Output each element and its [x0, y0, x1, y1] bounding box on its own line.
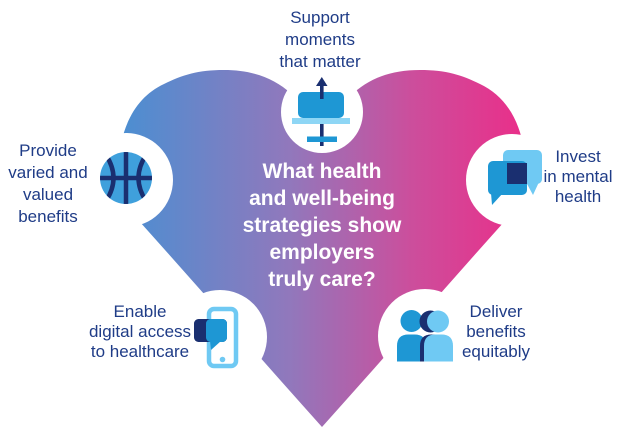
- flipchart-arrow-icon: [292, 77, 350, 146]
- label-line: in mental: [543, 167, 613, 186]
- smartphone-chat-icon: [194, 306, 239, 369]
- central-question-line: truly care?: [268, 268, 376, 291]
- label-line: moments: [285, 30, 355, 49]
- two-people-icon: [397, 310, 453, 362]
- chat-bubbles-icon: [488, 150, 542, 205]
- mental-label: Invest in mental health: [528, 147, 627, 207]
- central-question-line: strategies show: [242, 214, 402, 237]
- label-line: to healthcare: [90, 342, 190, 361]
- basketball-icon: [100, 152, 152, 204]
- label-line: benefits: [466, 322, 526, 341]
- label-line: Deliver: [469, 302, 523, 321]
- label-line: equitably: [461, 342, 531, 361]
- label-line: benefits: [18, 207, 78, 226]
- equitable-label: Deliver benefits equitably: [441, 302, 551, 362]
- central-question-line: and well-being: [249, 187, 395, 210]
- label-line: digital access: [88, 322, 192, 341]
- central-question-line: What health: [262, 160, 382, 183]
- varied-label: Provide varied and valued benefits: [0, 140, 96, 228]
- label-line: Support: [290, 8, 350, 27]
- central-question: What health and well-being strategies sh…: [202, 158, 442, 293]
- label-line: varied and: [8, 163, 88, 182]
- digital-label: Enable digital access to healthcare: [73, 302, 207, 362]
- label-line: health: [554, 187, 602, 206]
- label-line: that matter: [279, 52, 361, 71]
- label-line: Enable: [113, 302, 167, 321]
- central-question-line: employers: [269, 241, 375, 264]
- support-label: Support moments that matter: [232, 7, 408, 73]
- heart-shape: [118, 70, 526, 427]
- label-line: Invest: [555, 147, 601, 166]
- label-line: Provide: [19, 141, 77, 160]
- label-line: valued: [22, 185, 74, 204]
